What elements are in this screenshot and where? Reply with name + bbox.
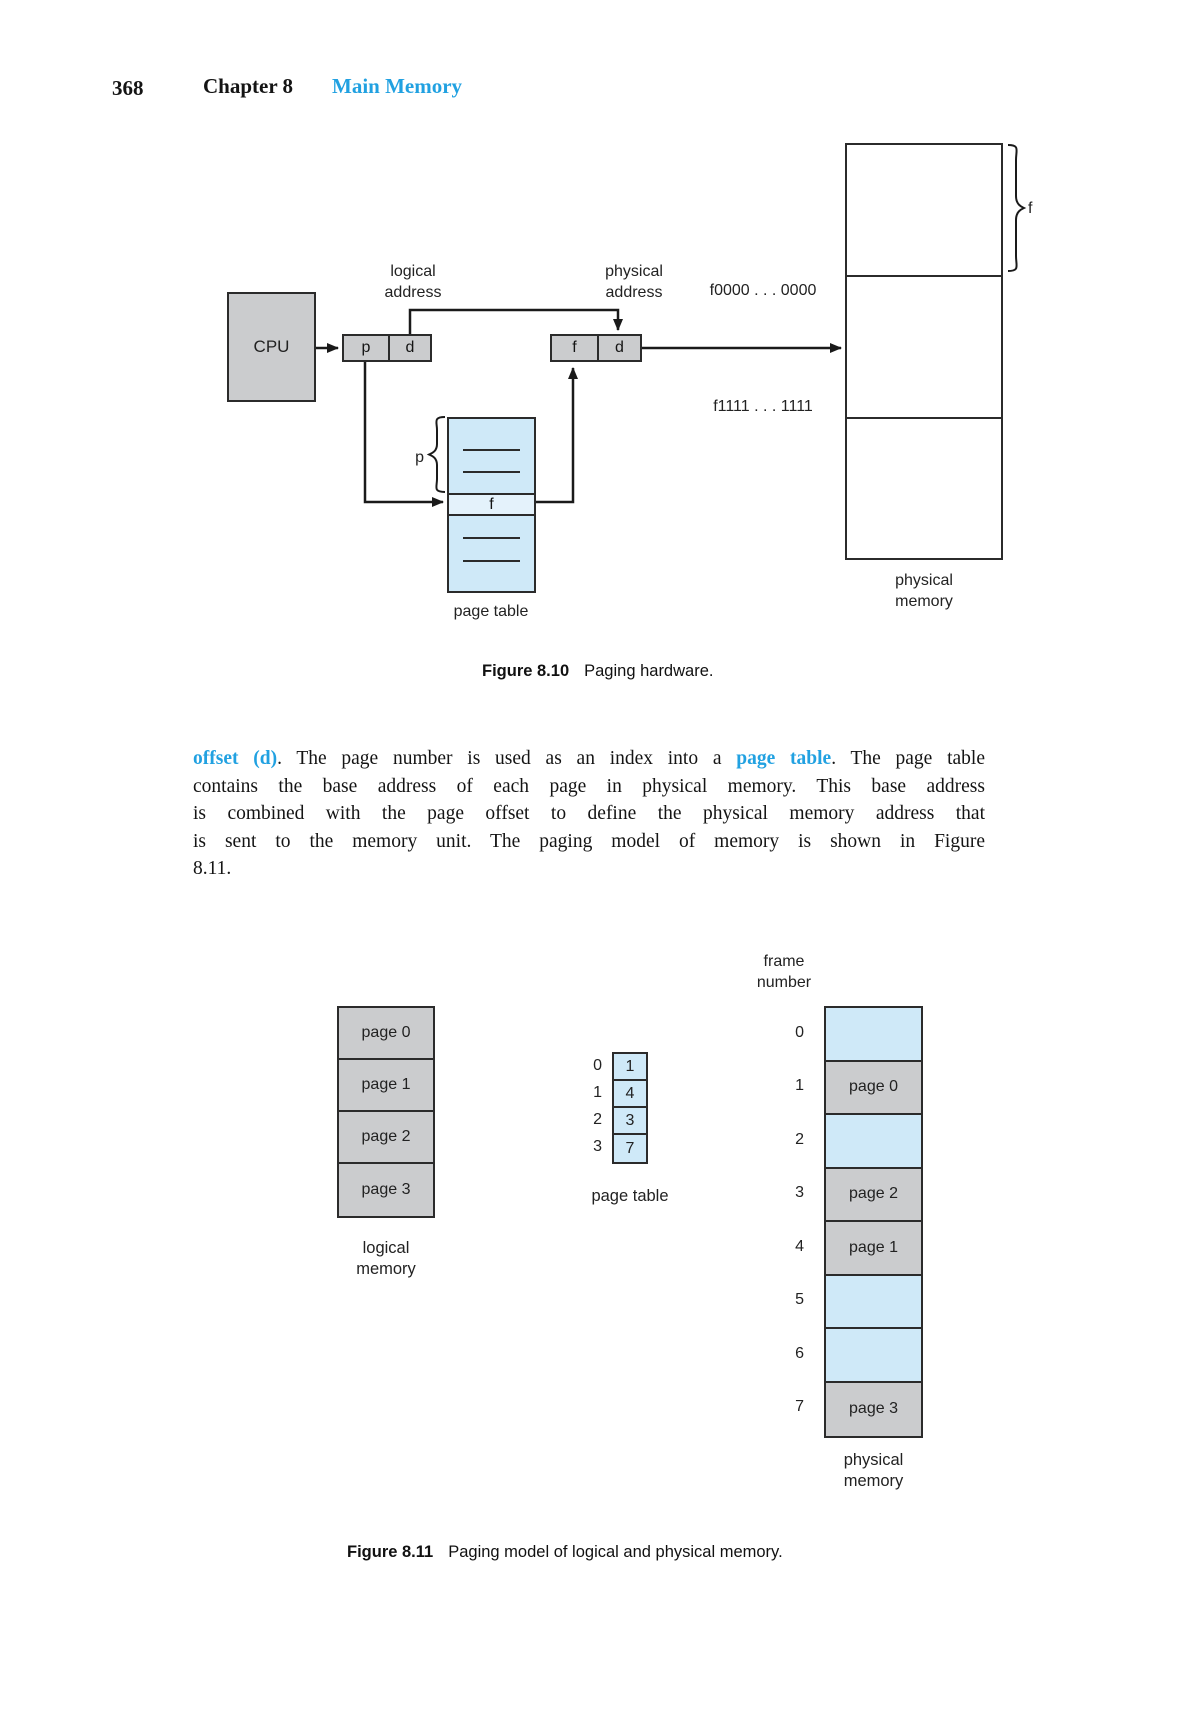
physical-memory-frame: page 1: [826, 1222, 921, 1276]
page-table-value-cell: 7: [614, 1135, 646, 1162]
logical-address-label: logical address: [384, 263, 442, 301]
brace-p-label: p: [415, 449, 424, 466]
chapter-title: Main Memory: [332, 74, 463, 98]
frame-start-address: f0000 . . . 0000: [709, 282, 817, 299]
paragraph-line: is combined with the page offset to defi…: [193, 800, 985, 828]
physical-memory-frame: [826, 1115, 921, 1169]
logical-memory-label: logical memory: [356, 1239, 416, 1278]
physical-memory-frame: [826, 1329, 921, 1383]
connector-page-table-to-f: [536, 367, 578, 504]
page-table-value-cell: 4: [614, 1081, 646, 1108]
physical-memory-frame: page 3: [826, 1382, 921, 1436]
offset-cell-2: d: [615, 339, 624, 356]
frame-number: 7: [795, 1398, 804, 1416]
figure10-caption: Figure 8.10 Paging hardware.: [482, 662, 713, 681]
frame-number-label: frame number: [756, 953, 812, 991]
body-text: 8.11.: [193, 858, 232, 879]
body-paragraph: offset (d). The page number is used as a…: [193, 745, 985, 883]
brace-p: [426, 416, 446, 493]
page-table-entry-line: [463, 449, 520, 451]
figure11-caption: Figure 8.11 Paging model of logical and p…: [347, 1543, 783, 1562]
page-table-entry-line: [463, 471, 520, 473]
frame-number: 5: [795, 1291, 804, 1309]
frame-number: 1: [795, 1077, 804, 1095]
frame-numbers: 0 1 2 3 4 5 6 7: [770, 1006, 814, 1434]
figure11-caption-text: Paging model of logical and physical mem…: [448, 1543, 783, 1561]
physical-address-label: physical address: [605, 263, 663, 301]
offset-cell: d: [405, 339, 415, 356]
physical-memory-frame: [826, 1275, 921, 1329]
frame-number: 6: [795, 1344, 804, 1362]
frame-number: 3: [795, 1184, 804, 1202]
body-text: . The page number is used as an index in…: [277, 748, 737, 769]
connector-logical-d-to-physical-d: [408, 308, 623, 334]
body-text: is combined with the page offset to defi…: [193, 803, 985, 824]
frame-number: 2: [795, 1130, 804, 1148]
physical-memory-frame: page 0: [826, 1061, 921, 1115]
figure11-caption-label: Figure 8.11: [347, 1543, 434, 1561]
body-text: . The page table: [831, 748, 985, 769]
page-table-value-cell: 1: [614, 1054, 646, 1081]
figure10-caption-label: Figure 8.10: [482, 662, 570, 680]
memory-divider: [847, 275, 1001, 277]
figure10-caption-text: Paging hardware.: [584, 662, 714, 680]
brace-f: [1007, 144, 1027, 272]
page-table-label-fig11: page table: [591, 1187, 669, 1205]
chapter-heading: Chapter 8: [203, 74, 294, 98]
page-table-caption: page table: [453, 603, 529, 620]
cpu-box: CPU: [227, 292, 316, 402]
page-table-index: 2: [593, 1110, 602, 1128]
logical-memory-cell: page 3: [339, 1164, 433, 1216]
frame-number: 0: [795, 1023, 804, 1041]
logical-memory-cell: page 2: [339, 1112, 433, 1164]
page-table-index: 0: [593, 1056, 602, 1074]
logical-memory-cell: page 1: [339, 1060, 433, 1112]
physical-memory-label-fig11: physical memory: [843, 1451, 904, 1490]
logical-address-register: p d: [342, 334, 432, 362]
page-table-box: f: [447, 417, 536, 593]
physical-memory-box: [845, 143, 1003, 560]
page-table-f-row: f: [449, 493, 534, 516]
brace-f-label: f: [1028, 200, 1033, 217]
frame-number: 4: [795, 1237, 804, 1255]
page-table-f-value: f: [489, 495, 494, 513]
frame-end-address: f1111 . . . 1111: [713, 398, 813, 415]
page-number-cell: p: [344, 336, 390, 360]
page-table-index: 3: [593, 1137, 602, 1155]
paragraph-line: offset (d). The page number is used as a…: [193, 745, 985, 773]
key-term: page table: [736, 748, 832, 769]
frame-number-cell: f: [552, 336, 599, 360]
key-term: offset (d): [193, 748, 278, 769]
page-table-entry-line: [463, 560, 520, 562]
page-table-value-cell: 3: [614, 1108, 646, 1135]
body-text: is sent to the memory unit. The paging m…: [193, 830, 985, 852]
page-table-entry-line: [463, 537, 520, 539]
page-table-indices: 0 1 2 3: [572, 1052, 602, 1160]
physical-address-register: f d: [550, 334, 642, 362]
connector-p-to-page-table: [363, 362, 444, 507]
paragraph-line: 8.11.: [193, 855, 985, 883]
cpu-label: CPU: [253, 337, 290, 356]
physical-memory-frame: page 2: [826, 1168, 921, 1222]
paragraph-line: contains the base address of each page i…: [193, 773, 985, 801]
page-number: 368: [112, 76, 144, 100]
logical-memory-cell: page 0: [339, 1008, 433, 1060]
body-text: contains the base address of each page i…: [193, 775, 985, 797]
physical-memory-label: physical memory: [895, 572, 953, 610]
paragraph-line: is sent to the memory unit. The paging m…: [193, 828, 985, 856]
physical-memory-frame: [826, 1008, 921, 1062]
page-table-index: 1: [593, 1083, 602, 1101]
memory-divider: [847, 417, 1001, 419]
